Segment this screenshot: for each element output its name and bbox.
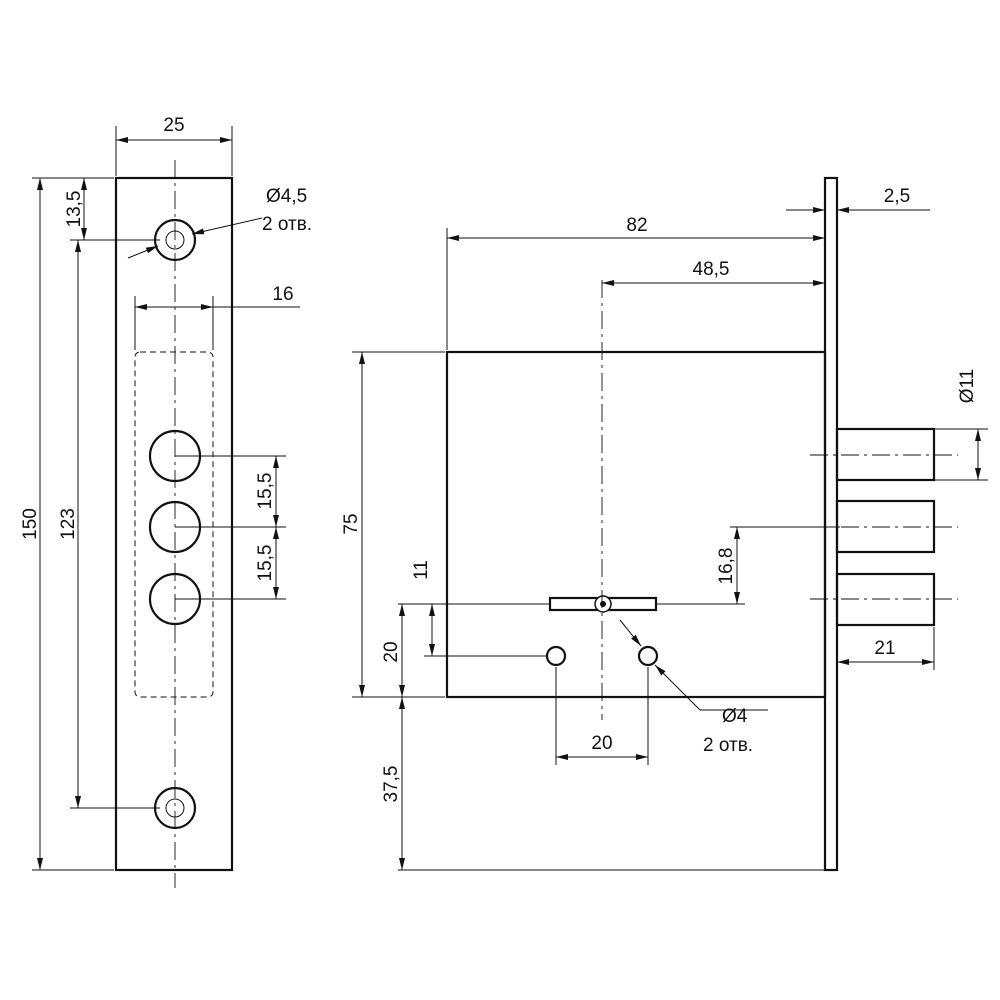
- dim-pin-count: 2 отв.: [703, 735, 753, 756]
- dim-bolt-diameter: Ø11: [957, 369, 978, 404]
- dim-hole-spacing: 123: [58, 508, 79, 540]
- bolt-2: [835, 499, 936, 554]
- lock-case-hidden-outline: [134, 351, 214, 698]
- dim-hole-diameter: Ø4,5: [266, 186, 307, 207]
- dim-key-offset: 11: [411, 560, 432, 580]
- dim-case-depth: 82: [626, 215, 647, 236]
- lock-case: [445, 350, 827, 699]
- pin-hole-right: [637, 645, 659, 667]
- dim-pin-spacing: 20: [591, 733, 612, 754]
- dim-faceplate-width: 25: [163, 115, 184, 136]
- bolt-1: [835, 427, 936, 482]
- dim-bottom-offset: 37,5: [381, 766, 402, 803]
- dim-bolt-pitch-2: 15,5: [255, 545, 276, 582]
- dim-total-height: 150: [20, 508, 41, 540]
- dim-backset: 48,5: [693, 259, 730, 280]
- front-plate: [823, 176, 839, 872]
- dim-plate-thickness: 2,5: [884, 186, 910, 207]
- dim-case-width: 16: [272, 284, 293, 305]
- lock-body-view: 2,5 82 48,5 75 Ø11 16,8 11 20: [341, 176, 988, 872]
- dim-bolt-pitch-1: 15,5: [255, 473, 276, 510]
- dim-spindle-offset: 16,8: [716, 548, 737, 585]
- faceplate-view: 25 150 13,5 123 Ø4,5 2 отв. 16 15,5 15,5: [20, 115, 312, 888]
- keyhole: [548, 595, 658, 613]
- dim-hole-count: 2 отв.: [262, 214, 312, 235]
- bolt-3: [835, 572, 936, 627]
- dim-top-offset: 13,5: [64, 191, 85, 228]
- dim-pin-diameter: Ø4: [722, 706, 748, 727]
- faceplate-outline: [114, 176, 234, 872]
- pin-hole-left: [545, 645, 567, 667]
- dim-case-height: 75: [341, 513, 362, 534]
- dim-pin-offset: 20: [381, 641, 402, 662]
- dim-bolt-throw: 21: [874, 638, 895, 659]
